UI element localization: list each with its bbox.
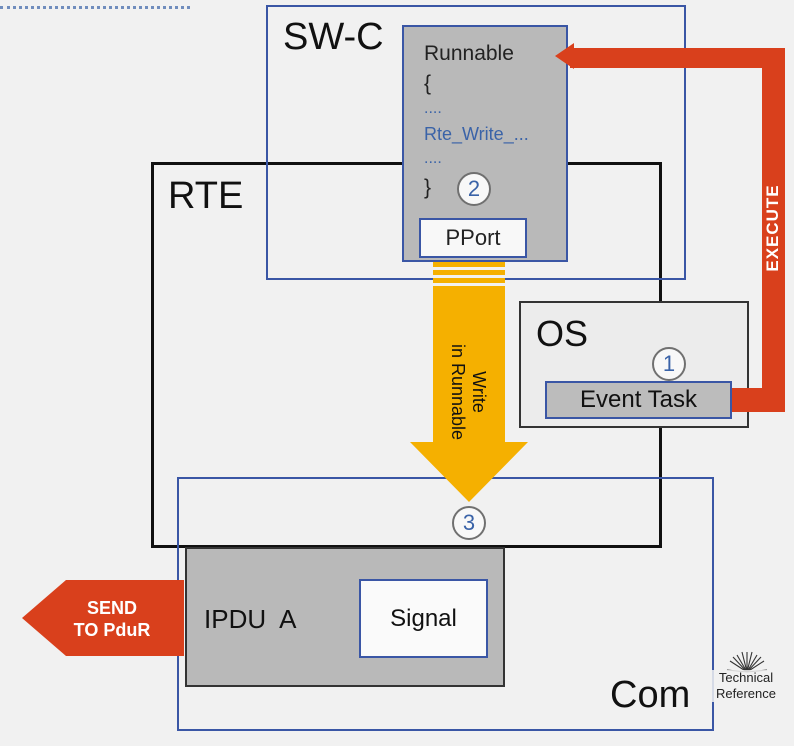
- rte-write-call: Rte_Write_...: [424, 124, 529, 144]
- com-title: Com: [610, 674, 691, 716]
- write-label-line1: Write: [469, 371, 489, 413]
- event-task-box: Event Task: [545, 381, 732, 419]
- step-2-badge: 2: [457, 172, 491, 206]
- step-3-badge: 3: [452, 506, 486, 540]
- logo-text: Technical Reference: [711, 670, 781, 702]
- write-label-block: Write in Runnable: [447, 344, 489, 440]
- cropped-title-fragment: [0, 0, 190, 9]
- pport-label: PPort: [445, 225, 501, 250]
- signal-label: Signal: [390, 604, 457, 632]
- send-label-line1: SEND: [86, 598, 137, 618]
- event-task-label: Event Task: [580, 386, 697, 413]
- os-title: OS: [536, 313, 589, 354]
- logo-line2: Reference: [716, 686, 776, 701]
- write-label-line2: in Runnable: [448, 343, 468, 441]
- ipdu-label: IPDU A: [204, 604, 297, 634]
- send-label-line2: TO PduR: [73, 620, 151, 640]
- send-label-block: SEND TO PduR: [62, 597, 162, 641]
- runnable-dots-1: ....: [424, 100, 442, 117]
- execute-arrow: [570, 48, 785, 412]
- runnable-dots-2: ....: [424, 150, 442, 167]
- pport-box: PPort: [419, 218, 527, 258]
- send-to-pdur-arrow: [22, 580, 184, 656]
- logo-line1: Technical: [718, 670, 774, 685]
- runnable-close-brace: }: [424, 176, 432, 199]
- execute-label: EXECUTE: [763, 184, 782, 272]
- signal-box: Signal: [359, 579, 488, 658]
- execute-arrowhead: [555, 43, 574, 69]
- rte-title: RTE: [168, 175, 244, 217]
- step-1-badge: 1: [652, 347, 686, 381]
- runnable-label: Runnable: [424, 42, 514, 65]
- write-in-runnable-arrow: [410, 286, 528, 502]
- runnable-open-brace: {: [424, 72, 432, 95]
- sw-c-title: SW-C: [283, 16, 384, 58]
